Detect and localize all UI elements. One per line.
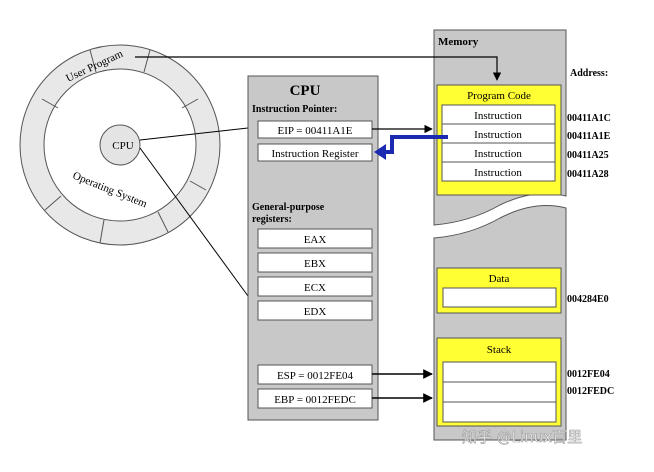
ebp-value: EBP = 0012FEDC <box>274 394 356 406</box>
ring-connectors <box>139 127 249 297</box>
esp-value: ESP = 0012FE04 <box>277 370 354 382</box>
instruction-slot-3-label: Instruction <box>474 148 522 160</box>
instruction-register <box>257 143 373 162</box>
instruction-pointer-label: Instruction Pointer: <box>252 104 337 115</box>
register-ebx <box>257 252 373 273</box>
register-ebx-label: EBX <box>304 258 326 270</box>
program-code-title: Program Code <box>467 90 531 102</box>
instruction-slot-4-label: Instruction <box>474 167 522 179</box>
ring-band <box>19 44 221 246</box>
os-ring: CPU User Program Operating System <box>19 44 221 246</box>
stack-slot-1 <box>442 361 557 383</box>
stack-slot-2 <box>442 381 557 403</box>
address-heading: Address: <box>570 68 608 79</box>
watermark: 知乎 @Linux百里 <box>462 428 582 446</box>
cpu-panel: CPU Instruction Pointer: EIP = 00411A1E … <box>247 75 379 421</box>
address-stack-2: 0012FEDC <box>567 386 614 397</box>
arrow-fetch-head <box>374 144 386 160</box>
instruction-slot-1-label: Instruction <box>474 110 522 122</box>
data-title: Data <box>489 273 510 285</box>
address-labels: Address: 00411A1C 00411A1E 00411A25 0041… <box>567 68 614 397</box>
ring-operating-system-label: Operating System <box>71 170 149 211</box>
ring-cpu-label: CPU <box>112 140 133 152</box>
arrow-user-program-to-code <box>135 56 502 81</box>
address-program-1: 00411A1C <box>567 113 611 124</box>
memory-title: Memory <box>438 36 479 48</box>
cpu-title: CPU <box>290 83 321 99</box>
instruction-slot-2-label: Instruction <box>474 129 522 141</box>
instruction-slot-4 <box>441 161 556 182</box>
memory-column: Memory Program Code Instruction Instruct… <box>433 29 567 441</box>
address-program-3: 00411A25 <box>567 150 609 161</box>
stack-title: Stack <box>487 344 512 356</box>
instruction-register-label: Instruction Register <box>271 148 358 160</box>
register-edx-label: EDX <box>304 306 327 318</box>
arrow-fetch-instruction <box>384 135 448 154</box>
gp-label-line2: registers: <box>252 214 292 225</box>
ring-dividers <box>41 49 207 244</box>
address-stack-1: 0012FE04 <box>567 369 610 380</box>
data-slot <box>442 287 557 308</box>
register-ecx <box>257 276 373 297</box>
ring-cpu-core <box>99 124 141 166</box>
stack-slot-3 <box>442 401 557 423</box>
gp-label-line1: General-purpose <box>252 202 325 213</box>
eip-value: EIP = 00411A1E <box>277 125 352 137</box>
arrows <box>135 56 502 403</box>
address-program-4: 00411A28 <box>567 169 609 180</box>
address-data: 004284E0 <box>567 294 609 305</box>
register-ecx-label: ECX <box>304 282 326 294</box>
register-edx <box>257 300 373 321</box>
register-eax-label: EAX <box>304 234 327 246</box>
address-program-2: 00411A1E <box>567 131 611 142</box>
register-eax <box>257 228 373 249</box>
